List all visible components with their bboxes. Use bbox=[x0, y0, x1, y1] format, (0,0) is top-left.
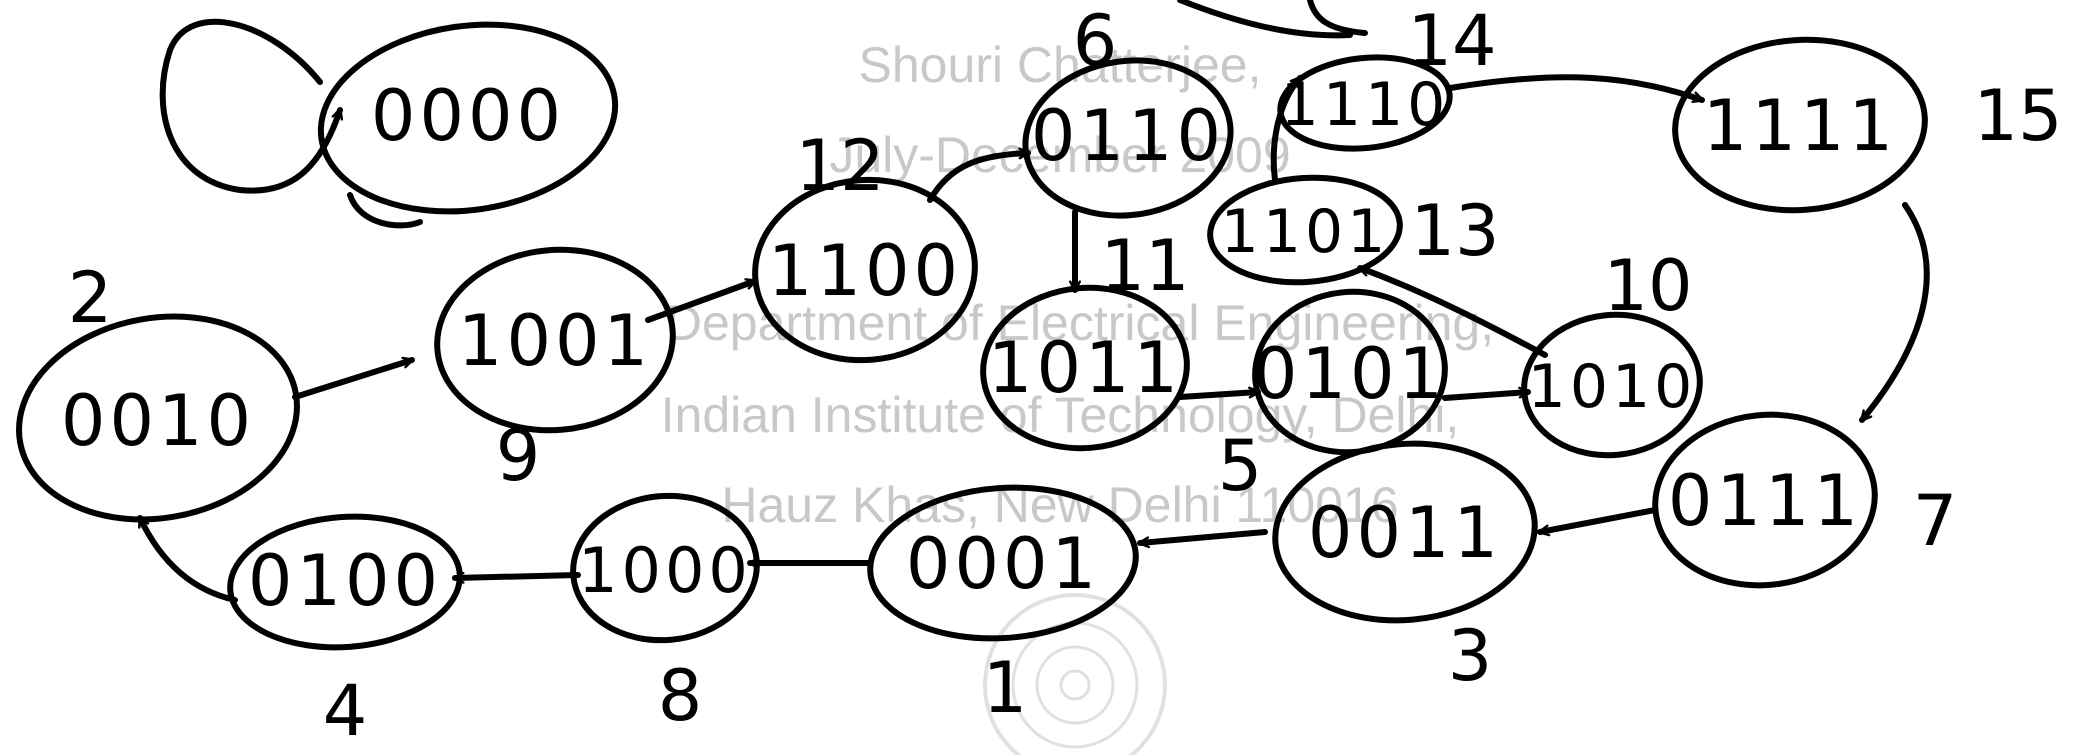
state-code: 1011 bbox=[988, 327, 1182, 409]
state-code: 1110 bbox=[1281, 70, 1450, 140]
edge-1000-0100 bbox=[452, 571, 581, 584]
state-number: 2 bbox=[68, 257, 113, 339]
state-number: 1 bbox=[983, 647, 1028, 729]
state-node: 0001 1 bbox=[867, 484, 1139, 729]
edge-1011-0101 bbox=[1177, 386, 1261, 400]
state-number: 3 bbox=[1448, 615, 1493, 697]
state-node: 0111 7 bbox=[1652, 411, 1958, 589]
state-node: 0010 2 bbox=[16, 257, 300, 523]
state-number: 14 bbox=[1407, 0, 1496, 82]
state-number: 15 bbox=[1973, 75, 2062, 157]
nodes: 0000 0010 2 1001 9 1100 12 0110 6 10 bbox=[16, 0, 2063, 752]
state-node: 0110 6 bbox=[1022, 0, 1234, 219]
state-number: 9 bbox=[496, 415, 541, 497]
state-code: 0001 bbox=[906, 523, 1100, 605]
state-code: 0010 bbox=[61, 380, 255, 462]
watermark: Shouri Chatterjee, July-December 2009 De… bbox=[661, 37, 1494, 533]
loop-tail bbox=[347, 192, 423, 229]
state-number: 10 bbox=[1603, 245, 1692, 327]
state-node: 1001 9 bbox=[434, 246, 676, 497]
edge-0111-0011 bbox=[1537, 507, 1658, 537]
state-code: 0000 bbox=[371, 75, 565, 157]
state-node: 1011 11 bbox=[980, 225, 1190, 452]
state-number: 5 bbox=[1218, 425, 1263, 507]
state-code: 0100 bbox=[248, 540, 442, 622]
edge-0101-1010 bbox=[1442, 386, 1531, 401]
state-number: 8 bbox=[658, 655, 703, 737]
state-code: 0101 bbox=[1253, 333, 1447, 415]
state-code: 0011 bbox=[1308, 492, 1502, 574]
state-node: 0000 bbox=[317, 21, 619, 215]
state-node: 1100 12 bbox=[752, 125, 978, 364]
state-code: 1100 bbox=[768, 230, 962, 312]
state-node: 0100 4 bbox=[227, 513, 463, 752]
edge-offscreen bbox=[1177, 0, 1353, 39]
state-node: 1101 13 bbox=[1207, 174, 1500, 286]
edge-1010-1101 bbox=[1357, 265, 1548, 358]
state-number: 13 bbox=[1410, 190, 1499, 272]
state-code: 1000 bbox=[578, 534, 752, 607]
edge-1001-1100 bbox=[645, 278, 758, 323]
edge-0011-0001 bbox=[1137, 529, 1268, 549]
edge-offscreen bbox=[1307, 0, 1368, 36]
state-node: 0011 3 bbox=[1272, 440, 1538, 697]
state-code: 1010 bbox=[1528, 352, 1697, 422]
edge-1100-0110 bbox=[927, 147, 1031, 203]
state-node: 0101 5 bbox=[1218, 288, 1448, 507]
state-code: 1111 bbox=[1703, 85, 1897, 167]
state-node: 1010 10 bbox=[1521, 245, 1703, 459]
state-code: 0110 bbox=[1031, 95, 1225, 177]
edge-1110-1111 bbox=[1447, 74, 1705, 103]
watermark-line: Indian Institute of Technology, Delhi, bbox=[661, 387, 1460, 443]
state-number: 4 bbox=[323, 670, 368, 752]
state-node: 1111 15 bbox=[1672, 36, 2063, 214]
state-code: 1001 bbox=[458, 300, 652, 382]
edge-1111-0111 bbox=[1859, 202, 1930, 423]
state-number: 11 bbox=[1100, 225, 1189, 307]
state-code: 0111 bbox=[1668, 460, 1862, 542]
state-number: 6 bbox=[1073, 0, 1118, 82]
self-loop-edge bbox=[159, 18, 344, 194]
edges bbox=[137, 0, 1930, 603]
watermark-line: Department of Electrical Engineering, bbox=[666, 295, 1494, 351]
state-number: 7 bbox=[1913, 480, 1958, 562]
edge-0010-1001 bbox=[292, 356, 415, 400]
state-node: 1000 8 bbox=[570, 492, 760, 737]
edge-0100-0010 bbox=[137, 515, 238, 603]
state-code: 1101 bbox=[1221, 197, 1390, 267]
state-node: 1110 14 bbox=[1277, 0, 1497, 152]
state-number: 12 bbox=[795, 125, 884, 207]
